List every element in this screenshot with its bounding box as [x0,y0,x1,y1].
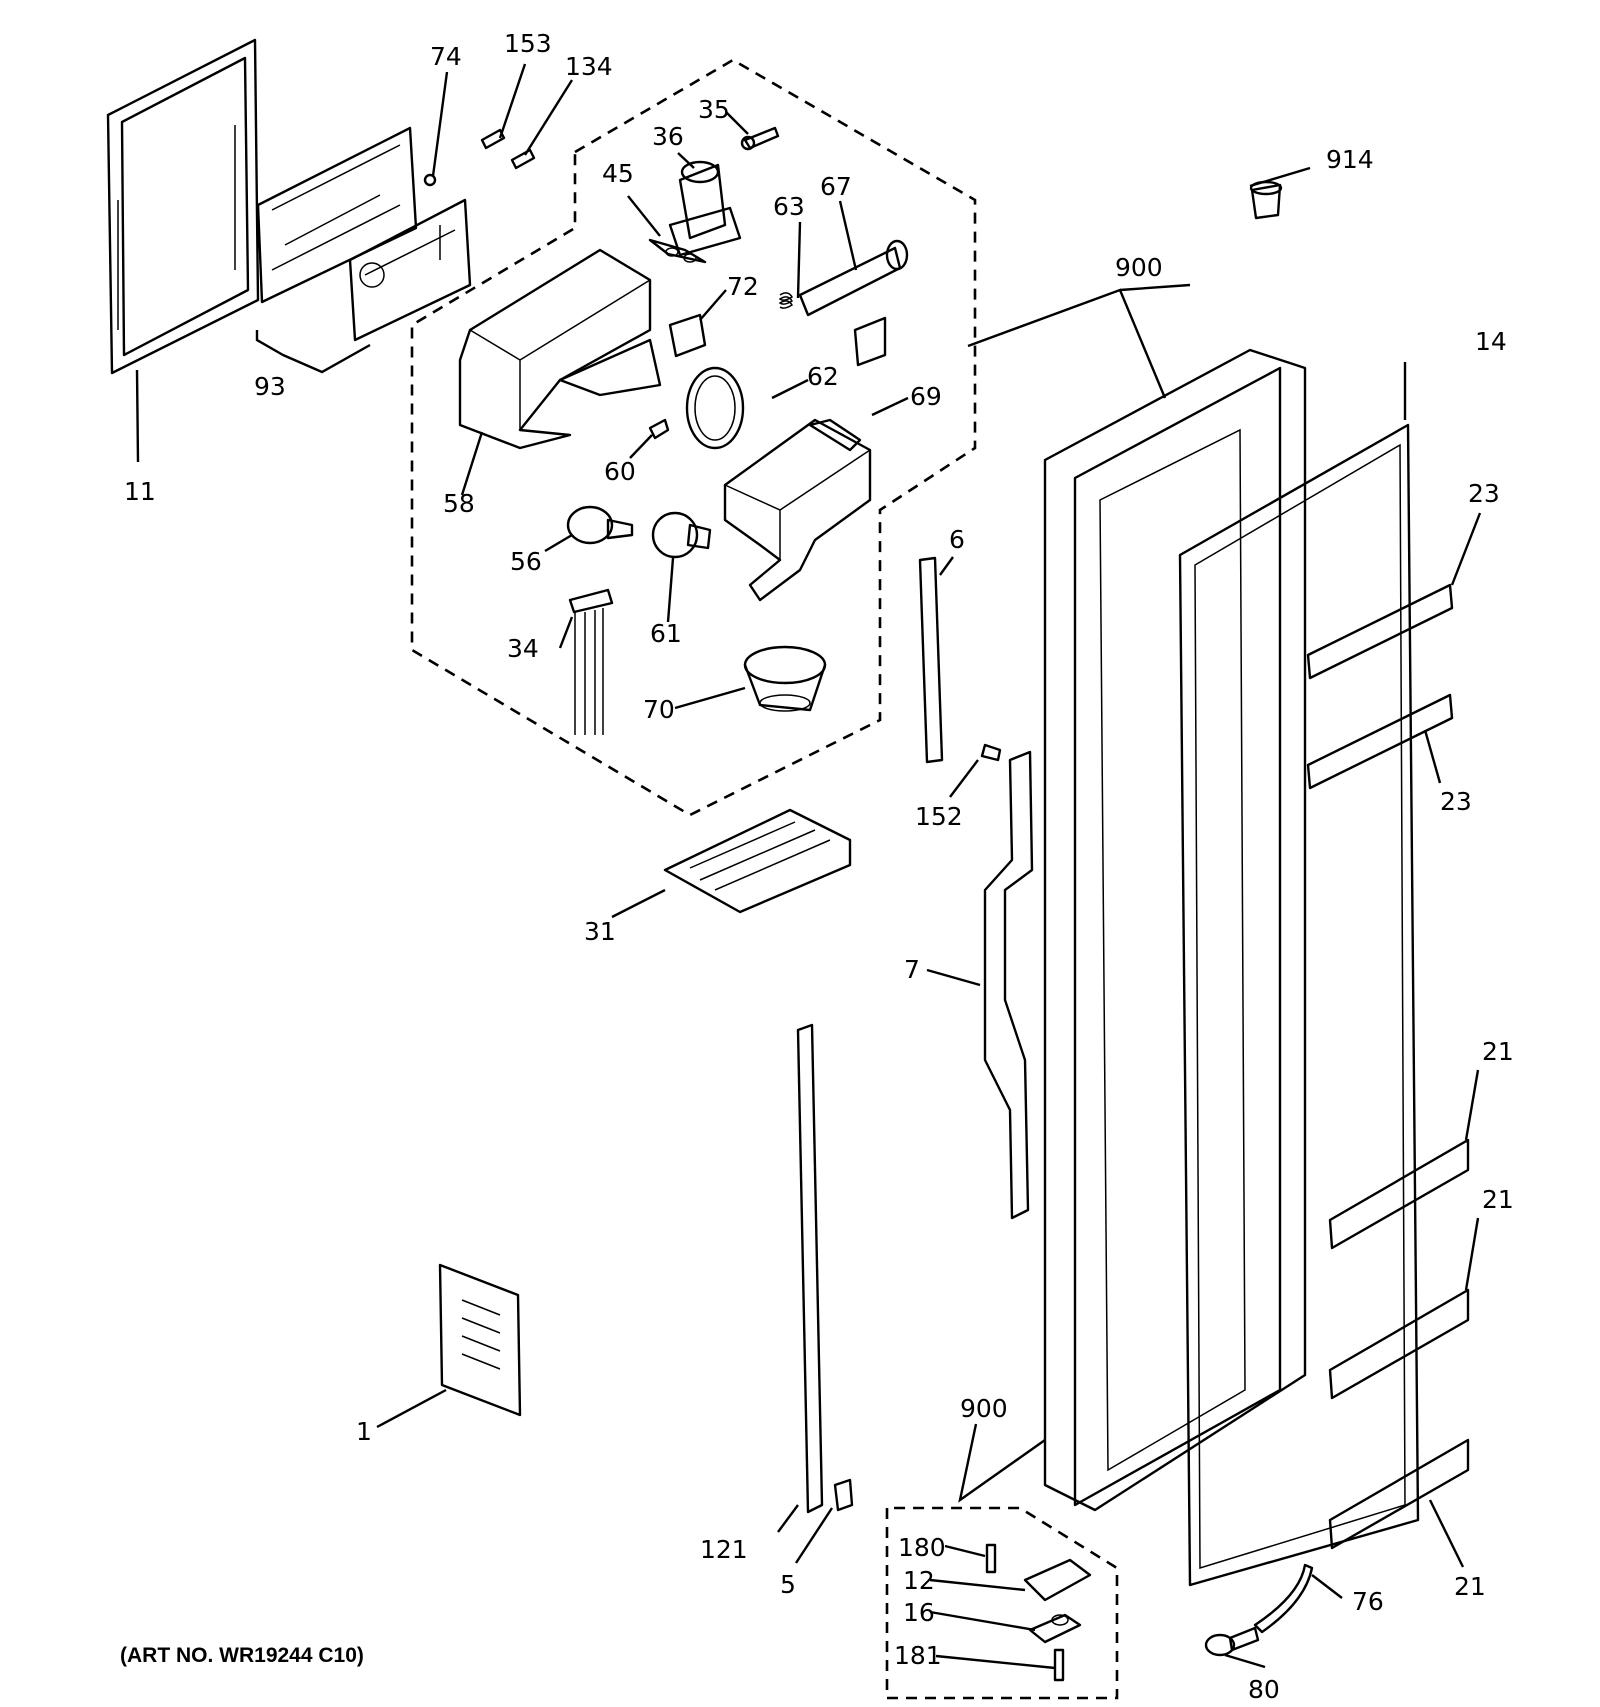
label-14: 14 [1475,327,1507,356]
label-134: 134 [565,52,613,81]
part-21-bin-middle[interactable] [1328,1288,1470,1400]
label-23-top: 23 [1468,479,1500,508]
label-900-top: 900 [1115,253,1163,282]
label-70: 70 [643,695,675,724]
part-12-hinge[interactable] [1023,1558,1092,1602]
part-5-clip[interactable] [833,1478,854,1512]
label-121: 121 [700,1535,748,1564]
part-11-recess-frame[interactable] [106,38,260,375]
part-180-screw[interactable] [985,1543,997,1574]
part-63-spring[interactable] [778,292,794,309]
label-76: 76 [1352,1587,1384,1616]
label-61: 61 [650,619,682,648]
part-number-labels: 11 93 74 153 134 35 36 45 63 67 72 62 69… [124,29,1514,1704]
label-35: 35 [698,95,730,124]
label-69: 69 [910,382,942,411]
part-56-plug[interactable] [566,505,634,545]
label-914: 914 [1326,145,1374,174]
label-63: 63 [773,192,805,221]
label-5: 5 [780,1570,796,1599]
part-121-gasket-strip[interactable] [796,1023,824,1514]
part-34-wire-harness[interactable] [568,588,614,735]
label-21-upper: 21 [1482,1037,1514,1066]
label-12: 12 [903,1566,935,1595]
part-23-shelf-lower[interactable] [1306,693,1454,790]
part-45-bracket[interactable] [648,238,707,264]
label-153: 153 [504,29,552,58]
part-152-screw[interactable] [980,743,1002,762]
part-70-duct-ring[interactable] [743,645,827,712]
label-67: 67 [820,172,852,201]
label-60: 60 [604,457,636,486]
label-23-lower: 23 [1440,787,1472,816]
label-45: 45 [602,159,634,188]
part-61-coupling[interactable] [651,511,712,559]
label-93: 93 [254,372,286,401]
part-60-screw[interactable] [648,418,670,440]
label-6: 6 [949,525,965,554]
label-21-lower: 21 [1454,1572,1486,1601]
part-134-screw[interactable] [510,148,536,170]
part-35-screw[interactable] [740,126,780,151]
part-58-chute-housing[interactable] [458,248,662,450]
part-900-freezer-door[interactable] [1043,348,1307,1512]
part-93-control-panel[interactable] [256,126,472,342]
part-1-owners-manual[interactable] [438,1263,522,1417]
label-16: 16 [903,1598,935,1627]
part-67-actuator-arm[interactable] [798,239,909,367]
part-21-bin-upper[interactable] [1328,1138,1470,1250]
part-914-cap[interactable] [1249,180,1283,220]
part-69-funnel[interactable] [723,418,872,602]
label-21-middle: 21 [1482,1185,1514,1214]
label-7: 7 [904,955,920,984]
label-34: 34 [507,634,539,663]
part-74-connector[interactable] [423,173,437,187]
part-181-screw[interactable] [1053,1648,1065,1682]
part-7-handle[interactable] [983,750,1034,1220]
part-14-door-gasket[interactable] [1178,423,1420,1587]
part-6-trim-strip[interactable] [918,556,944,764]
part-21-bin-lower[interactable] [1328,1438,1470,1550]
label-72: 72 [727,272,759,301]
label-180: 180 [898,1533,946,1562]
label-62: 62 [807,362,839,391]
label-56: 56 [510,547,542,576]
part-153-screw[interactable] [480,128,506,150]
label-152: 152 [915,802,963,831]
label-11: 11 [124,477,156,506]
part-36-solenoid[interactable] [668,160,742,257]
label-74: 74 [430,42,462,71]
label-1: 1 [356,1417,372,1446]
part-16-bushing[interactable] [1028,1613,1082,1644]
leader-lines [135,63,1482,1670]
art-number: (ART NO. WR19244 C10) [120,1644,364,1667]
dispenser-assembly-group [410,58,977,817]
part-72-switch[interactable] [668,313,707,358]
part-76-water-tube[interactable] [1253,1563,1314,1634]
label-31: 31 [584,917,616,946]
label-80: 80 [1248,1675,1280,1704]
label-181: 181 [894,1641,942,1670]
label-58: 58 [443,489,475,518]
part-62-ring[interactable] [685,366,745,450]
part-80-fitting[interactable] [1204,1626,1260,1657]
part-23-shelf-top[interactable] [1306,583,1454,680]
label-900-bottom: 900 [960,1394,1008,1423]
hinge-kit-group [885,1506,1119,1700]
part-31-drip-tray[interactable] [663,808,852,914]
label-36: 36 [652,122,684,151]
